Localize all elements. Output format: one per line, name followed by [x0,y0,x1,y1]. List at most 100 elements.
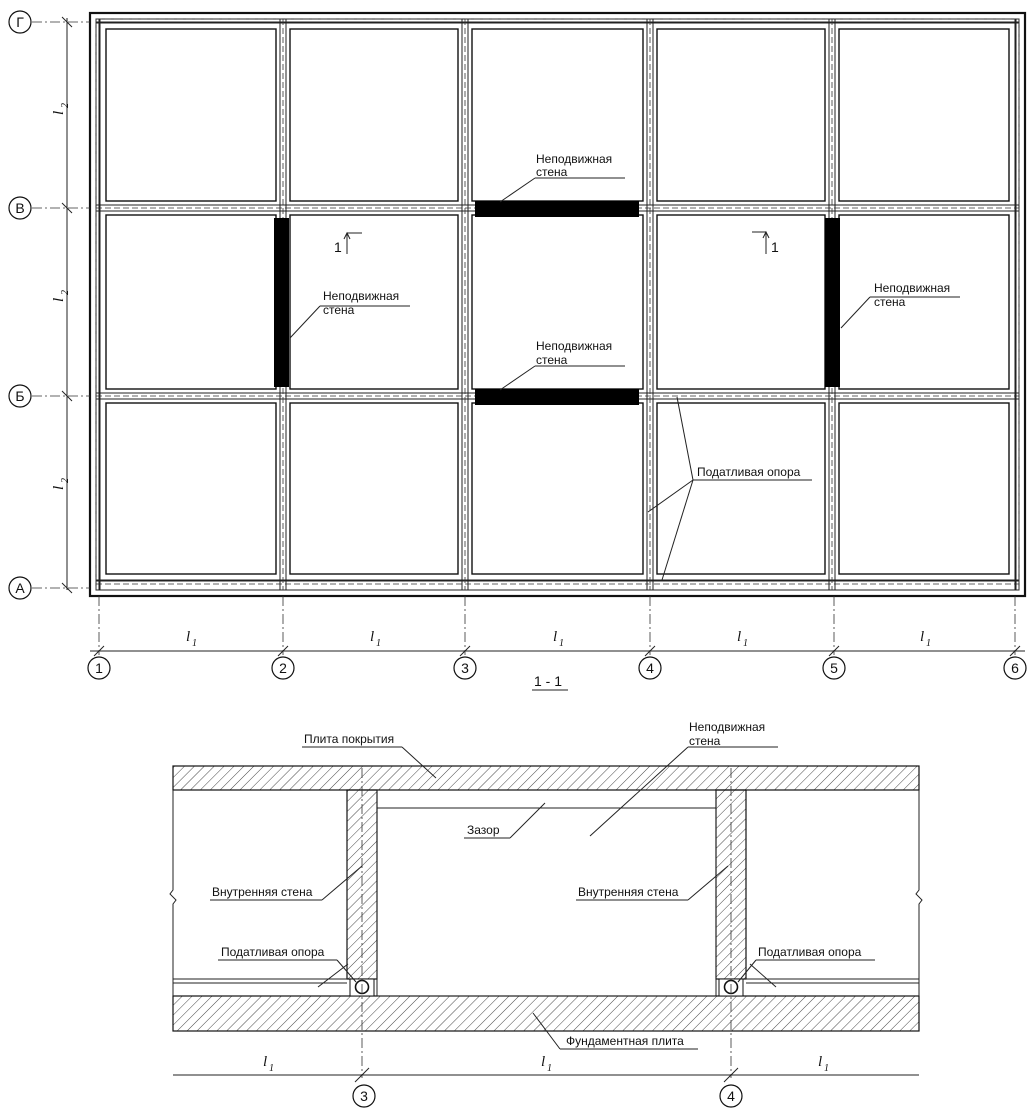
plan-dim-l2: l2 [51,478,71,490]
col-axis-circle [271,656,295,680]
plan-bay [289,214,459,390]
col-axis-label: 6 [1011,660,1019,676]
label-fixed-wall-top-1: Неподвижная [536,152,612,166]
row-axis-label: В [15,200,24,216]
fixed-wall-5 [825,218,840,387]
label-fixed-wall-mid-1: Неподвижная [536,339,612,353]
section-dim-left: l 1 [263,1054,274,1074]
label-foundation: Фундаментная плита [566,1034,684,1048]
row-axis-label: Г [16,14,24,30]
row-axis-circle [8,576,32,600]
plan-bay [838,28,1010,202]
plan-outer-frame [88,11,1027,598]
label-support-right: Податливая опора [758,945,862,959]
col-axis-circle [822,656,846,680]
svg-text:2: 2 [60,478,71,483]
plan-bay [838,214,1010,390]
label-roof-slab: Плита покрытия [304,732,394,746]
svg-text:l: l [51,486,67,490]
plan-bay [656,28,826,202]
svg-text:l: l [263,1054,267,1070]
row-axis-circle [8,10,32,34]
svg-text:1: 1 [376,638,381,649]
svg-text:l: l [51,298,67,302]
section-dim-right: l 1 [818,1054,829,1074]
plan-dim-l2: l2 [51,103,71,115]
label-gap: Зазор [467,823,500,837]
label-inner-wall-right: Внутренняя стена [578,885,679,899]
svg-text:l: l [186,629,190,645]
section-mark-left: 1 [334,239,342,255]
label-compliant-support-plan: Податливая опора [697,465,801,479]
svg-text:l: l [370,629,374,645]
svg-text:l: l [920,629,924,645]
svg-text:2: 2 [60,290,71,295]
svg-text:1: 1 [926,638,931,649]
col-axis-label: 1 [95,660,103,676]
col-axis-circle [453,656,477,680]
section-1-1: 1 - 1 3 4 [169,673,923,1108]
plan-bay [289,402,459,575]
svg-text:l: l [553,629,557,645]
svg-text:l: l [737,629,741,645]
plan-bay [289,28,459,202]
svg-text:1: 1 [559,638,564,649]
svg-text:l: l [51,111,67,115]
svg-text:1: 1 [192,638,197,649]
col-axis-label: 2 [279,660,287,676]
section-title: 1 - 1 [534,673,562,689]
row-axis-circle [8,196,32,220]
label-fixed-wall-left-1: Неподвижная [323,289,399,303]
section-mark-right: 1 [771,239,779,255]
svg-text:2: 2 [60,103,71,108]
svg-text:1: 1 [269,1063,274,1074]
col-axis-label: 3 [461,660,469,676]
svg-text:1: 1 [743,638,748,649]
fixed-wall-b [475,389,639,405]
col-axis-label: 4 [646,660,654,676]
plan-bay [471,402,644,575]
plan-bay [656,214,826,390]
col-axis-circle [638,656,662,680]
row-axis-circle [8,384,32,408]
label-fixed-wall-right-2: стена [874,295,906,309]
svg-text:1: 1 [547,1063,552,1074]
plan-bay [105,28,277,202]
section-axis-3: 3 [360,1088,368,1104]
svg-text:l: l [818,1054,822,1070]
section-dim-mid: l 1 [541,1054,552,1074]
plan-bay [105,214,277,390]
svg-text:1: 1 [824,1063,829,1074]
label-fixed-wall-left-2: стена [323,303,355,317]
label-support-left: Податливая опора [221,945,325,959]
label-fixed-wall-sec-1: Неподвижная [689,720,765,734]
col-axis-label: 5 [830,660,838,676]
label-fixed-wall-mid-2: стена [536,353,568,367]
label-inner-wall-left: Внутренняя стена [212,885,313,899]
fixed-wall-v [475,201,639,217]
label-fixed-wall-top-2: стена [536,165,568,179]
plan-bay [656,402,826,575]
section-axis-4: 4 [727,1088,735,1104]
svg-text:l: l [541,1054,545,1070]
plan-bay [105,402,277,575]
plan-bay [838,402,1010,575]
foundation-slab [172,995,920,1032]
roof-slab [172,765,920,791]
row-axis-label: Б [15,388,24,404]
plan-dim-l2: l2 [51,290,71,302]
col-axis-circle [87,656,111,680]
fixed-wall-2 [274,218,289,387]
row-axis-label: А [15,580,25,596]
label-fixed-wall-sec-2: стена [689,734,721,748]
col-axis-circle [1003,656,1027,680]
label-fixed-wall-right-1: Неподвижная [874,281,950,295]
